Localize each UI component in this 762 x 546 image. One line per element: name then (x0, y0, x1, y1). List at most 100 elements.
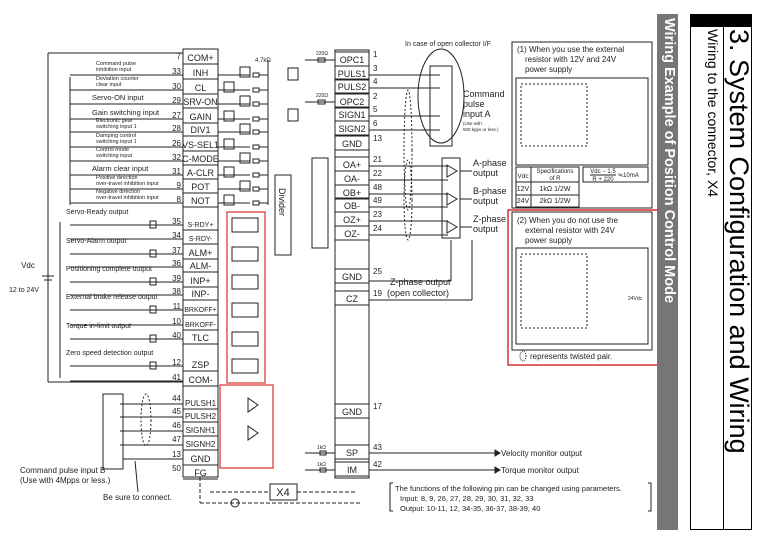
pin-number: 45 (172, 407, 181, 416)
pin-name: PULS1 (338, 69, 367, 79)
case2-title: external resistor with 24V (525, 226, 615, 235)
pulse-a-note: (Use with (463, 121, 482, 126)
output-label: Torque in-limit output (66, 323, 131, 330)
pulse-a-label: input A (463, 109, 491, 119)
title-bar (691, 15, 751, 27)
table-header: Vdc (517, 173, 529, 180)
pin-number: 25 (373, 267, 382, 276)
pulse-b-highlight (219, 384, 274, 469)
divider-label: Divider (277, 188, 287, 216)
divider-box (274, 174, 292, 256)
resistor-icon (252, 144, 260, 150)
monitor-output-label: Torque monitor output (501, 466, 580, 475)
pin-name: CZ (346, 294, 358, 304)
pin-name: OB+ (343, 188, 361, 198)
photocoupler-icon (239, 152, 251, 164)
pin-number: 26 (172, 139, 181, 148)
output-coupler-icon (231, 274, 259, 290)
phase-output-label: output (473, 196, 499, 206)
pin-name: INP+ (190, 276, 210, 286)
input-label: switching input 1 (96, 139, 137, 145)
pin-number: 49 (373, 196, 382, 205)
pin-number: 34 (172, 231, 181, 240)
photocoupler-icon (287, 108, 299, 122)
receiver-box (441, 157, 461, 239)
table-header: Specifications (536, 169, 573, 175)
pin-name: OZ+ (343, 215, 361, 225)
section-band-title: Wiring Example of Position Control Mode (661, 18, 677, 304)
table-cell: 1kΩ 1/2W (540, 186, 571, 193)
twisted-pair-shield (403, 89, 413, 211)
case1-title: resistor with 12V and 24V (525, 55, 617, 64)
pin-name: SP (346, 448, 358, 458)
pin-name: SRV-ON (183, 97, 217, 107)
receiver-icon (446, 164, 458, 178)
resistor-icon (252, 87, 260, 93)
chapter-subtitle: Wiring to the connector, X4 (705, 29, 721, 198)
arrow-icon (494, 466, 501, 474)
pin-number: 46 (172, 421, 181, 430)
input-label: over-travel inhibition input (96, 181, 159, 187)
pin-name: CL (195, 83, 207, 93)
photocoupler-icon (223, 138, 235, 150)
phase-output-label: output (473, 168, 499, 178)
resistor-label: 220Ω (316, 93, 328, 99)
vdc-label: 12 to 24V (9, 287, 39, 294)
input-label: switching input (96, 153, 133, 159)
relay-icon (149, 277, 157, 286)
pin-name: GND (191, 454, 212, 464)
pin-name: SIGNH2 (186, 440, 216, 449)
pin-number: 30 (172, 82, 181, 91)
pin-name: ZSP (192, 360, 210, 370)
resistor-icon (317, 57, 326, 63)
table-cell: 12V (517, 186, 530, 193)
pin-name: IM (347, 465, 357, 475)
resistor-icon (317, 99, 326, 105)
pin-number: 43 (373, 443, 382, 452)
resistor-icon (252, 72, 260, 78)
ground-icon (230, 498, 240, 508)
case2-inner (520, 253, 588, 329)
resistor-label: 4.7kΩ (255, 58, 271, 64)
resistor-icon (252, 186, 260, 192)
pin-number: 22 (373, 169, 382, 178)
pin-name: COM- (189, 375, 213, 385)
pin-number: 38 (172, 287, 181, 296)
resistor-icon (252, 172, 260, 178)
pin-number: 7 (177, 52, 182, 61)
chapter-title: 3. System Configuration and Wiring (724, 29, 754, 454)
pin-name: DIV1 (190, 125, 210, 135)
receiver-icon (446, 220, 458, 234)
monitor-output-label: Velocity monitor output (501, 449, 583, 458)
pin-name: BRKOFF+ (184, 307, 216, 314)
case1-box (511, 41, 653, 209)
photocoupler-icon (239, 180, 251, 192)
pin-number: 44 (172, 394, 181, 403)
pin-number: 1 (373, 50, 378, 59)
phase-output-label: A-phase (473, 158, 507, 168)
pin-name: FG (194, 468, 207, 478)
input-label: over-travel inhibition input (96, 195, 159, 201)
photocoupler-icon (223, 110, 235, 122)
pin-number: 31 (172, 167, 181, 176)
pin-name: PULS2 (338, 82, 367, 92)
table-cell: 24V (517, 198, 530, 205)
resistor-icon (319, 450, 327, 456)
pin-name: POT (191, 182, 210, 192)
input-label: Command pulse (96, 61, 136, 67)
pin-number: 3 (373, 64, 378, 73)
formula-numerator: Vdc − 1.5 (590, 169, 616, 175)
resistor-label: 1kΩ (317, 462, 326, 468)
formula-denominator: R + 220 (592, 177, 614, 183)
pin-number: 11 (173, 302, 182, 311)
resistor-icon (252, 116, 260, 122)
title-divider (723, 27, 724, 529)
case1-inner (520, 83, 588, 147)
pulse-input-box (429, 65, 453, 147)
pin-number: 50 (172, 464, 181, 473)
pin-number: 6 (373, 119, 378, 128)
input-label: clear input (96, 82, 122, 88)
resistor-icon (252, 200, 260, 206)
pin-name: INP- (192, 289, 210, 299)
phase-output-label: output (473, 224, 499, 234)
